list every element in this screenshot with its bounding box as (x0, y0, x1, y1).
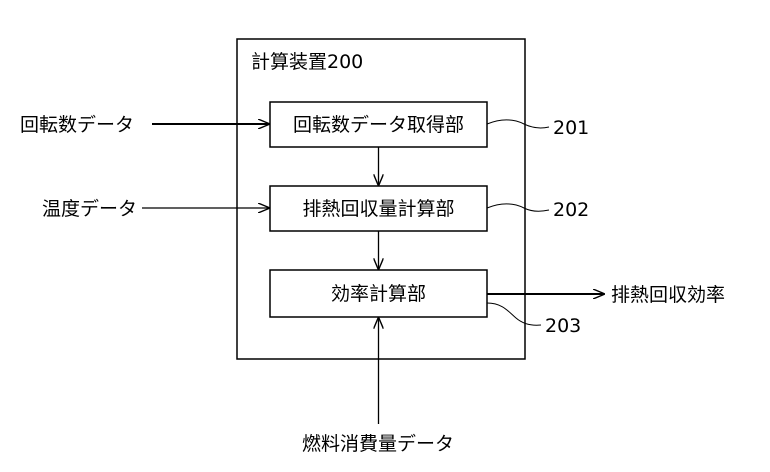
ref-number-202: 202 (553, 199, 589, 221)
unit-box-203: 効率計算部 (270, 270, 487, 317)
leader-202 (487, 204, 549, 211)
leader-203 (487, 303, 541, 325)
leader-201 (487, 120, 549, 128)
output-label-efficiency: 排熱回収効率 (611, 284, 725, 306)
ref-number-203: 203 (545, 315, 581, 337)
unit-box-202: 排熱回収量計算部 (270, 186, 487, 231)
input-label-temperature-data: 温度データ (42, 198, 137, 220)
device-title: 計算装置200 (251, 51, 363, 73)
unit-label-203: 効率計算部 (331, 283, 426, 305)
input-label-fuel-consumption-data: 燃料消費量データ (302, 433, 454, 455)
unit-label-202: 排熱回収量計算部 (302, 198, 454, 220)
unit-label-201: 回転数データ取得部 (293, 114, 464, 136)
unit-box-201: 回転数データ取得部 (270, 102, 487, 147)
ref-number-201: 201 (553, 117, 589, 139)
input-label-rpm-data: 回転数データ (20, 114, 134, 136)
